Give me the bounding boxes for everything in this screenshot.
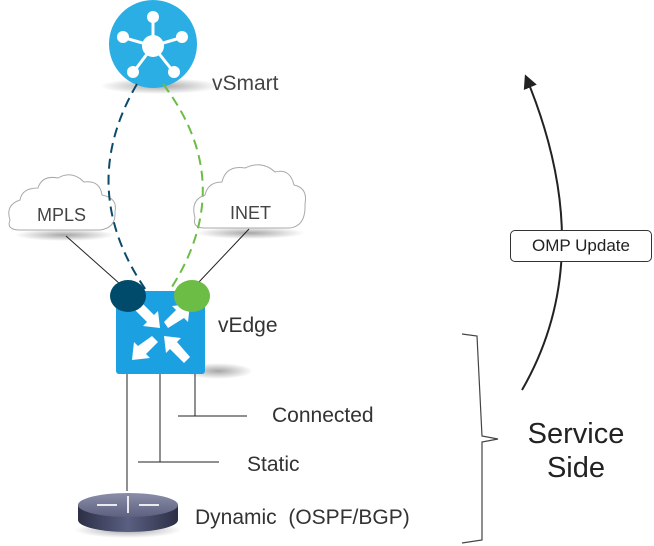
mpls-tloc-icon[interactable] xyxy=(110,280,146,312)
dynamic-route-label: Dynamic (OSPF/BGP) xyxy=(195,506,410,529)
service-route-lines xyxy=(126,374,247,491)
omp-update-box: OMP Update xyxy=(510,230,652,262)
inet-cloud-icon xyxy=(193,164,306,239)
service-side-line2: Side xyxy=(546,452,606,484)
inet-transport-link xyxy=(197,228,250,284)
mpls-label: MPLS xyxy=(37,205,87,225)
connected-route-label: Connected xyxy=(272,404,374,427)
hub-icon xyxy=(117,11,188,78)
vedge-label: vEdge xyxy=(218,314,278,337)
service-side-label: Service Side xyxy=(516,417,636,485)
router-icon[interactable] xyxy=(74,493,182,538)
mpls-control-connection xyxy=(107,83,149,294)
mpls-cloud-icon xyxy=(8,174,116,241)
mpls-transport-link xyxy=(65,235,121,285)
service-side-bracket xyxy=(461,333,499,544)
vsmart-icon[interactable] xyxy=(109,0,197,88)
static-route-label: Static xyxy=(247,453,300,476)
inet-tloc-icon[interactable] xyxy=(174,280,210,312)
inet-control-connection xyxy=(162,83,204,294)
vsmart-label: vSmart xyxy=(212,72,279,95)
omp-update-label: OMP Update xyxy=(532,236,630,255)
inet-label: INET xyxy=(230,203,272,223)
service-side-line1: Service xyxy=(527,418,625,450)
